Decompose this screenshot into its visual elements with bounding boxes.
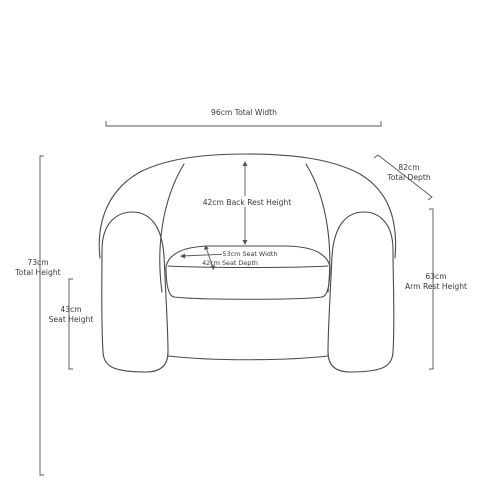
chair-base (167, 355, 329, 361)
total-width-line (105, 121, 382, 127)
total-depth-label: Total Depth (386, 173, 430, 182)
total-height-line (39, 155, 44, 476)
seat-width-label: 53cm Seat Width (223, 250, 278, 258)
seat-depth-dimension: 42cm Seat Depth (202, 245, 258, 270)
backrest-inner-right (305, 163, 331, 293)
total-height-label: Total Height (14, 268, 60, 277)
seat-height-line (68, 278, 73, 370)
backrest-shell (98, 153, 397, 259)
arm-rest-height-value: 63cm (425, 272, 446, 281)
total-depth-value: 82cm (398, 163, 419, 172)
arm-rest-height-dimension: 63cm Arm Rest Height (405, 208, 467, 370)
right-armrest (327, 211, 395, 373)
total-depth-dimension: 82cm Total Depth (373, 154, 433, 201)
total-width-label: 96cm Total Width (211, 108, 277, 117)
seat-width-dimension: 53cm Seat Width (180, 249, 280, 259)
total-height-value: 73cm (27, 258, 48, 267)
seat-cushion-seam (167, 265, 329, 269)
left-armrest (101, 211, 169, 373)
arm-rest-height-line (429, 208, 434, 370)
seat-depth-arrow-top (204, 245, 209, 250)
back-rest-height-arrow-top (242, 161, 248, 166)
armchair-outline (98, 153, 397, 373)
total-height-dimension: 73cm Total Height (14, 155, 61, 476)
seat-width-arrow-left (180, 253, 186, 259)
seat-height-value: 43cm (60, 305, 81, 314)
arm-rest-height-label: Arm Rest Height (405, 282, 467, 291)
back-rest-height-dimension: 42cm Back Rest Height (203, 161, 292, 245)
seat-depth-line (205, 246, 214, 269)
backrest-inner-left (159, 163, 185, 293)
seat-height-dimension: 43cm Seat Height (49, 278, 94, 370)
back-rest-height-arrow-bottom (242, 240, 248, 245)
seat-depth-arrow-bottom (210, 265, 216, 270)
seat-depth-label: 42cm Seat Depth (202, 259, 258, 267)
total-depth-line (373, 154, 433, 201)
total-width-dimension: 96cm Total Width (105, 108, 382, 127)
seat-cushion (165, 245, 331, 300)
seat-width-label-bg (222, 249, 280, 257)
seat-height-label: Seat Height (49, 315, 94, 324)
back-rest-height-label-bg (205, 196, 289, 207)
back-rest-height-label: 42cm Back Rest Height (203, 198, 292, 207)
